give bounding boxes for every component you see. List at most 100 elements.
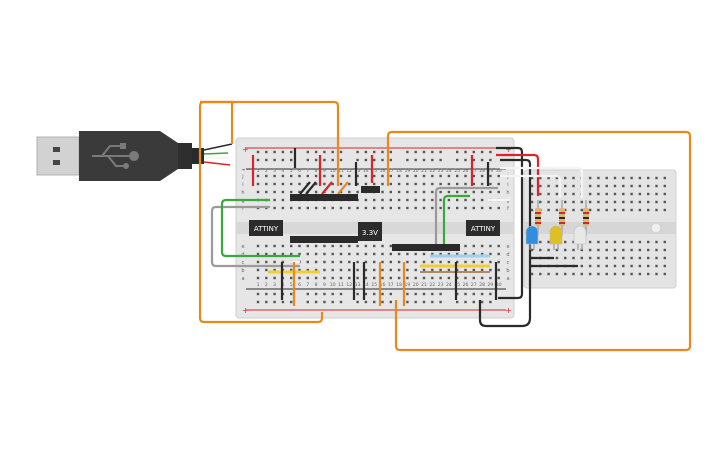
rail-hole [281,158,285,162]
breadboard-hole [497,276,500,280]
rail-hole [422,158,426,162]
rail-hole [356,292,359,296]
rail-hole [306,292,309,296]
breadboard-hole [389,260,392,264]
column-number: 6 [298,168,301,174]
rail-hole [439,300,442,304]
breadboard-hole [356,276,359,280]
rail-hole [265,292,268,296]
breadboard-hole [381,198,384,202]
breadboard-hole [622,240,625,244]
column-number: 30 [496,168,502,174]
breadboard-hole [547,192,550,196]
breadboard-hole [314,244,318,248]
voltage-regulator[interactable]: 3.3V [358,186,382,241]
rail-hole [306,300,309,304]
attiny-chip-left[interactable]: ATTINY [249,220,283,236]
orange-wire-right-loop [386,130,692,352]
breadboard-hole [555,208,559,212]
breadboard-hole [580,200,583,204]
rail-hole [323,158,326,162]
breadboard-hole [290,182,293,186]
breadboard-hole [339,206,343,210]
breadboard-hole [489,174,492,178]
breadboard-hole [530,272,534,276]
led-yellow[interactable] [549,200,565,250]
breadboard-hole [439,206,442,210]
breadboard-hole [381,252,384,256]
column-number: 5 [290,168,293,174]
rail-hole [480,292,484,296]
breadboard-hole [323,276,326,280]
breadboard-hole [464,252,467,256]
white-wire-led [500,174,562,198]
breadboard-hole [364,198,368,202]
usb-plug[interactable] [36,131,233,181]
rail-hole [331,150,334,154]
rail-plus-label-top-right: + [505,145,512,154]
rail-hole [439,292,442,296]
breadboard-hole [447,252,451,256]
breadboard-hole [655,192,658,196]
column-number: 26 [463,282,469,288]
breadboard-hole [406,174,409,178]
breadboard-hole [497,260,500,264]
rail-hole [439,158,442,162]
usb-cable [192,148,204,164]
breadboard-hole [256,174,260,178]
rail-plus-label-bottom: + [242,306,249,315]
breadboard-hole [298,174,301,178]
breadboard-hole [622,200,625,204]
breadboard-hole [539,248,542,252]
wires [210,146,584,328]
led-white[interactable] [573,200,589,250]
column-number: 25 [454,282,460,288]
column-number: 14 [363,168,369,174]
rail-hole [273,158,276,162]
led-blue[interactable] [525,200,541,250]
breadboard-hole [348,252,351,256]
rail-hole [331,292,334,296]
breadboard-hole [622,264,625,268]
rail-hole [290,300,293,304]
breadboard-hole [572,240,575,244]
breadboard-hole [655,248,658,252]
breadboard-hole [456,206,459,210]
breadboard-hole [356,174,359,178]
breadboard-hole [647,272,650,276]
breadboard-hole [497,268,500,272]
rail-hole [265,300,268,304]
rail-hole [489,158,492,162]
rail-hole [456,158,459,162]
breadboard-hole [281,190,285,194]
breadboard-hole [265,268,268,272]
usb-wire-leads [203,143,233,166]
row-letter: f [507,206,509,212]
breadboard-small[interactable] [523,169,677,289]
breadboard-hole [422,276,426,280]
rail-hole [472,158,475,162]
breadboard-hole [597,184,600,188]
rail-hole [373,300,376,304]
breadboard-hole [647,240,650,244]
breadboard-hole [638,184,642,188]
breadboard-hole [588,200,592,204]
breadboard-hole [472,174,475,178]
rail-hole [290,158,293,162]
breadboard-hole [406,182,409,186]
breadboard-hole [480,252,484,256]
black-jumper [305,181,317,195]
breadboard-hole [414,276,417,280]
breadboard-hole [456,268,459,272]
attiny-chip-right[interactable]: ATTINY [466,220,500,236]
breadboard-hole [314,174,318,178]
breadboard-hole [323,260,326,264]
breadboard-hole [339,268,343,272]
breadboard-hole [647,192,650,196]
breadboard-hole [314,252,318,256]
breadboard-hole [447,206,451,210]
breadboard-hole [572,208,575,212]
row-letter: j [241,174,243,180]
column-number: 11 [338,168,344,174]
